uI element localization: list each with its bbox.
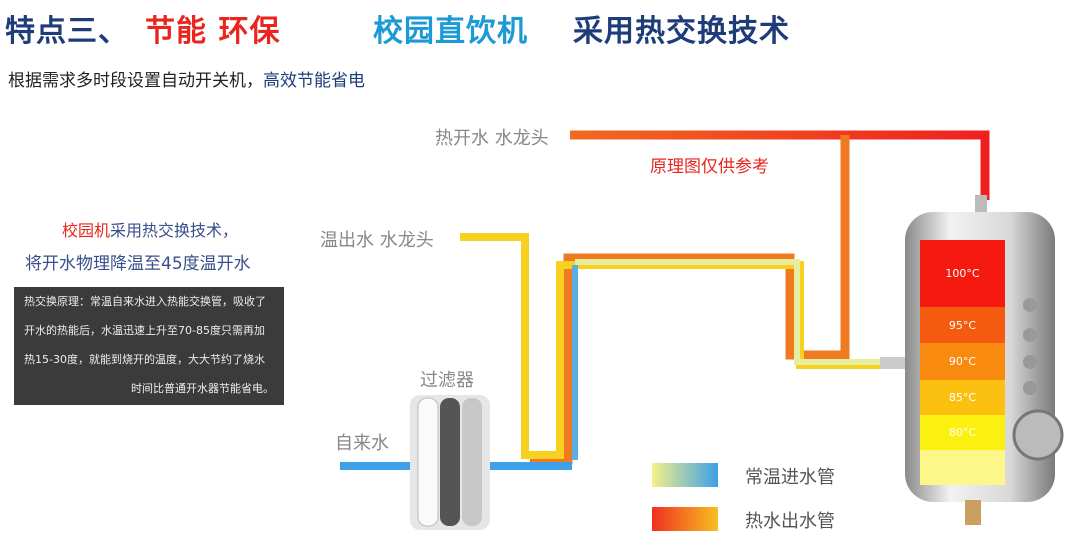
- temp-band-85: 85°C: [920, 380, 1005, 415]
- legend-swatch-hot: [652, 507, 718, 531]
- title-product: 校园直饮机: [373, 14, 528, 49]
- hot-water-pipe: [570, 130, 990, 200]
- intro-line1: 校园机采用热交换技术，: [62, 217, 238, 241]
- filter-icon: [410, 395, 490, 530]
- legend-label-cold: 常温进水管: [745, 467, 835, 488]
- temp-band-95: 95°C: [920, 307, 1005, 343]
- warm-tap-label: 温出水 水龙头: [320, 230, 434, 251]
- diagram-note: 原理图仅供参考: [650, 157, 769, 177]
- legend-label-hot: 热水出水管: [745, 511, 835, 532]
- legend-swatch-cold: [652, 463, 718, 487]
- description-line: 热交换原理：常温自来水进入热能交换管，吸收了: [24, 295, 266, 308]
- tap-water-label: 自来水: [335, 433, 389, 454]
- intro-red: 校园机: [62, 221, 111, 240]
- temperature-bands: 100°C 95°C 90°C 85°C 80°C: [920, 240, 1005, 485]
- intro-line2: 将开水物理降温至45度温开水: [25, 254, 251, 274]
- hot-tap-label: 热开水 水龙头: [435, 128, 549, 149]
- warm-water-pipe: [460, 233, 890, 459]
- description-line: 开水的热能后，水温迅速上升至70-85度只需再加: [24, 324, 265, 337]
- hot-exchange-pipe: [530, 135, 850, 465]
- title-tech: 采用热交换技术: [573, 14, 790, 49]
- intro-line1-rest: 采用热交换技术，: [110, 221, 239, 240]
- subtitle-part2: 高效节能省电: [263, 71, 365, 91]
- subtitle-part1: 根据需求多时段设置自动开关机，: [8, 71, 263, 91]
- description-line: 热15-30度，就能到烧开的温度，大大节约了烧水: [24, 353, 265, 366]
- description-line: 时间比普通开水器节能省电。: [131, 382, 274, 395]
- title-prefix: 特点三、: [5, 14, 129, 49]
- filter-label: 过滤器: [420, 370, 474, 391]
- exchange-pipe-inner: [575, 259, 890, 365]
- title-feature: 节能 环保: [145, 14, 281, 49]
- temp-band-100: 100°C: [920, 240, 1005, 307]
- subtitle: 根据需求多时段设置自动开关机，高效节能省电: [8, 66, 365, 91]
- temp-band-80: 80°C: [920, 415, 1005, 450]
- description-box: 热交换原理：常温自来水进入热能交换管，吸收了 开水的热能后，水温迅速上升至70-…: [14, 287, 284, 405]
- temp-band-base: [920, 450, 1005, 485]
- temp-band-90: 90°C: [920, 343, 1005, 380]
